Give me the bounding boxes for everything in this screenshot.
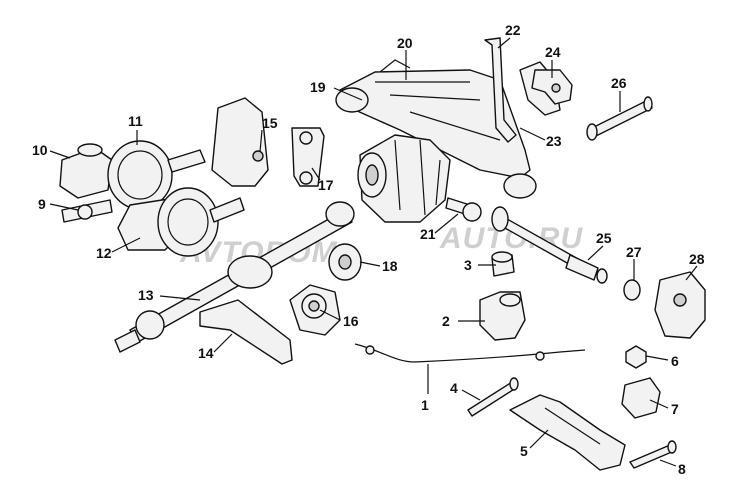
callout-3: 3 — [464, 257, 472, 273]
callout-4: 4 — [450, 380, 458, 396]
callout-20: 20 — [397, 35, 413, 51]
callout-25: 25 — [596, 230, 612, 246]
callout-22: 22 — [505, 22, 521, 38]
callout-8: 8 — [678, 461, 686, 477]
bracket-24 — [531, 69, 573, 105]
callout-15: 15 — [262, 115, 278, 131]
crossmember-14 — [199, 299, 293, 365]
cable-1 — [354, 343, 586, 363]
callout-21: 21 — [420, 226, 436, 242]
caliper-28 — [654, 271, 706, 339]
coupling-18 — [328, 243, 362, 281]
center-bearing-16 — [289, 284, 341, 336]
callout-19: 19 — [310, 79, 326, 95]
callout-17: 17 — [318, 177, 334, 193]
callout-1: 1 — [421, 397, 429, 413]
callout-26: 26 — [611, 75, 627, 91]
link-17 — [291, 127, 325, 187]
block-7 — [621, 377, 661, 419]
mount-assembly-left — [59, 140, 245, 257]
flange-21 — [445, 197, 482, 222]
half-shaft-25 — [491, 206, 608, 284]
bracket-2 — [479, 291, 526, 341]
bracket-15 — [211, 97, 269, 187]
callout-5: 5 — [520, 443, 528, 459]
propeller-shaft-13 — [114, 201, 355, 353]
callout-14: 14 — [198, 345, 214, 361]
nut-6 — [625, 345, 647, 369]
leader-lines — [49, 37, 698, 467]
rear-subframe — [335, 37, 561, 199]
callout-9: 9 — [38, 196, 46, 212]
bracket-5 — [509, 394, 626, 471]
callout-12: 12 — [96, 245, 112, 261]
bolt-4 — [467, 377, 519, 417]
bolt-8 — [629, 440, 677, 469]
callout-13: 13 — [138, 287, 154, 303]
callout-6: 6 — [671, 353, 679, 369]
bolt-26 — [586, 96, 653, 141]
callout-24: 24 — [545, 44, 561, 60]
callout-27: 27 — [626, 244, 642, 260]
callout-23: 23 — [546, 133, 562, 149]
callout-18: 18 — [382, 258, 398, 274]
bush-27 — [623, 279, 641, 301]
callout-2: 2 — [442, 313, 450, 329]
callout-28: 28 — [689, 251, 705, 267]
callout-10: 10 — [32, 142, 48, 158]
callout-7: 7 — [671, 401, 679, 417]
differential — [357, 134, 451, 223]
callout-16: 16 — [343, 313, 359, 329]
callout-numbers: 1 2 3 4 5 6 7 8 9 10 11 12 13 14 15 16 1… — [32, 22, 705, 477]
bush-3 — [491, 251, 515, 277]
callout-11: 11 — [128, 113, 143, 129]
